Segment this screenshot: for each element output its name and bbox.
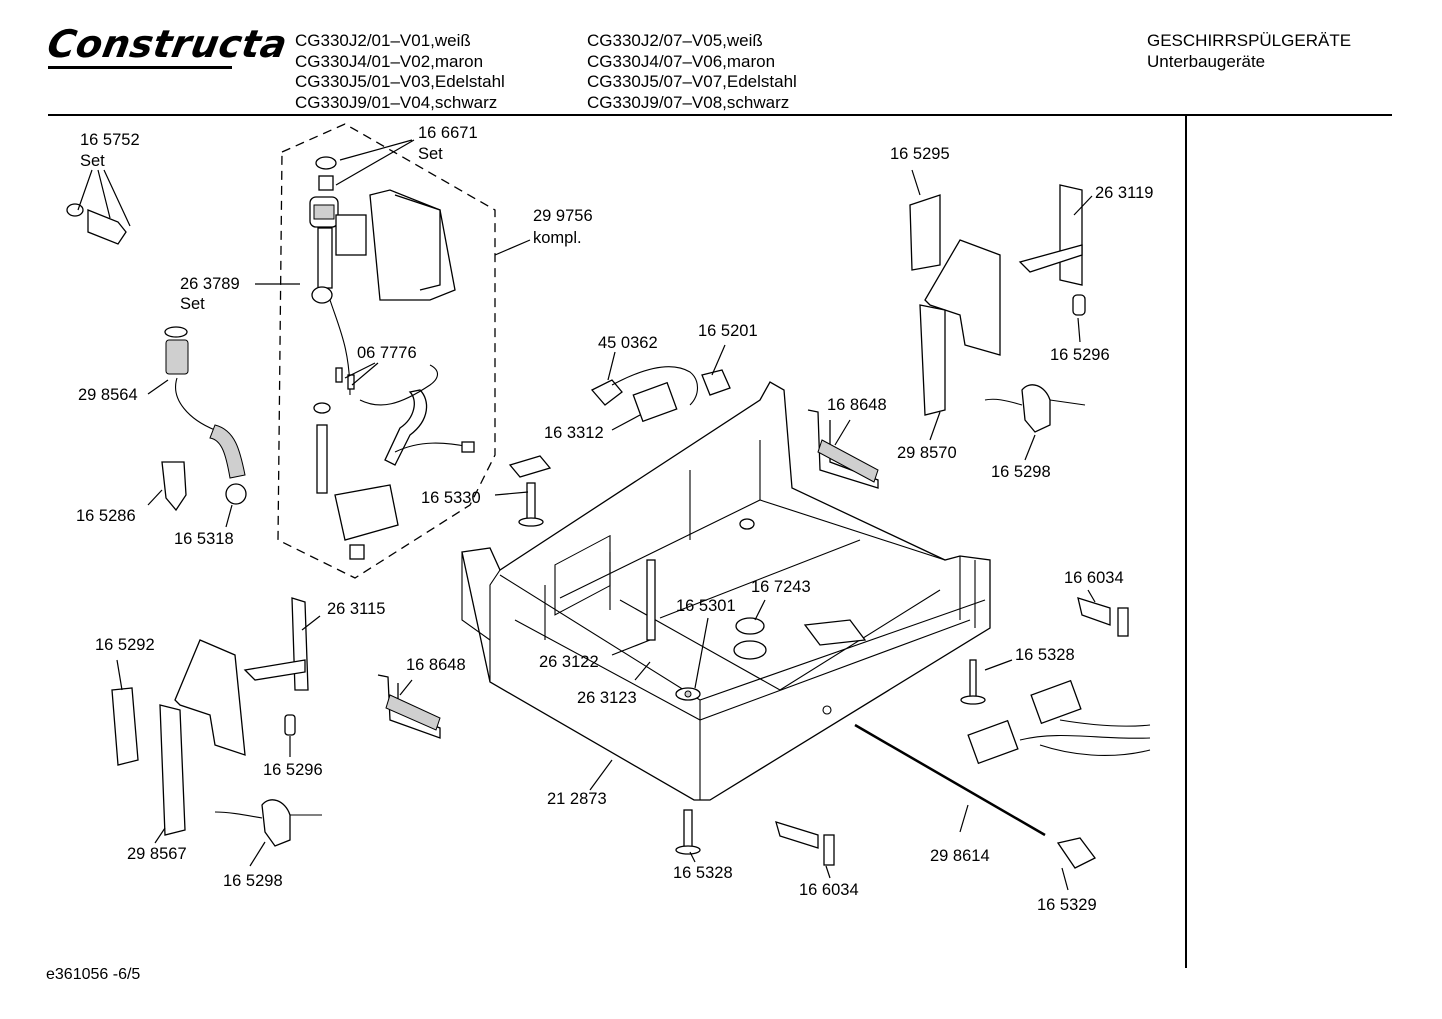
part-label: 16 5328 (1015, 646, 1075, 664)
base-tub (461, 381, 991, 801)
margin-rule (1185, 116, 1187, 968)
part-label: 16 5296 (263, 761, 323, 779)
part-label: 29 8570 (897, 444, 957, 462)
part-label: 45 0362 (598, 334, 658, 352)
part-label: 16 5292 (95, 636, 155, 654)
clip-set (66, 203, 127, 245)
part-label: 16 5298 (223, 872, 283, 890)
part-labels: 16 5752 Set 16 6671 Set 29 9756 kompl. 2… (76, 124, 1153, 914)
part-label: 16 6671 (418, 124, 478, 142)
part-label: 16 5298 (991, 463, 1051, 481)
right-connectors (960, 597, 1151, 765)
part-label: 21 2873 (547, 790, 607, 808)
category-subtitle: Unterbaugeräte (1147, 51, 1266, 71)
header-rule (48, 114, 1392, 116)
model-item: CG330J2/01–V01,weiß (295, 31, 471, 50)
model-item: CG330J5/07–V07,Edelstahl (587, 72, 797, 91)
right-spring (807, 409, 879, 489)
hose-and-wire (313, 299, 475, 560)
part-label: 16 6034 (799, 881, 859, 899)
category-block: GESCHIRRSPÜLGERÄTE Unterbaugeräte (1147, 31, 1351, 72)
model-item: CG330J9/07–V08,schwarz (587, 92, 790, 112)
model-item: CG330J5/01–V03,Edelstahl (295, 72, 505, 91)
model-item: CG330J9/01–V04,schwarz (295, 92, 498, 112)
part-label: 29 9756 (533, 207, 593, 225)
model-item: CG330J4/01–V02,maron (295, 51, 484, 71)
part-label: 16 5328 (673, 864, 733, 882)
part-label: 29 8614 (930, 847, 990, 865)
left-bracket-assembly (111, 597, 322, 847)
drain-hose (164, 326, 247, 505)
part-label: 16 5330 (421, 489, 481, 507)
part-label: 26 3115 (327, 600, 385, 618)
part-label: 16 7243 (751, 578, 811, 596)
model-list-right: CG330J2/07–V05,weiß CG330J4/07–V06,maron… (587, 31, 797, 113)
part-label: 29 8567 (127, 845, 187, 863)
float-switch (508, 455, 552, 527)
model-list-left: CG330J2/01–V01,weiß CG330J4/01–V02,maron… (295, 31, 505, 113)
logo-underline (48, 66, 232, 69)
aquastop-valve (309, 156, 456, 304)
right-bracket-assembly (909, 184, 1086, 433)
assembly-boundary (277, 123, 496, 579)
model-item: CG330J4/07–V06,maron (587, 51, 776, 71)
part-label: 16 5329 (1037, 896, 1097, 914)
part-label: 16 5301 (676, 597, 736, 615)
part-note: kompl. (533, 229, 582, 247)
part-label: 16 3312 (544, 424, 604, 442)
part-label: 16 5296 (1050, 346, 1110, 364)
part-label: 06 7776 (357, 344, 417, 362)
part-note: Set (80, 152, 105, 170)
leader-lines (77, 139, 1096, 891)
part-note: Set (180, 295, 205, 313)
heater-harness (590, 366, 731, 423)
part-label: 26 3119 (1095, 184, 1153, 202)
part-note: Set (418, 145, 443, 163)
model-item: CG330J2/07–V05,weiß (587, 31, 763, 50)
part-label: 16 8648 (827, 396, 887, 414)
bottom-parts (675, 809, 835, 866)
part-label: 16 5318 (174, 530, 234, 548)
part-label: 16 5295 (890, 145, 950, 163)
part-label: 26 3123 (577, 689, 637, 707)
part-label: 16 6034 (1064, 569, 1124, 587)
part-label: 16 5201 (698, 322, 758, 340)
hose-clip (161, 461, 187, 512)
part-label: 16 8648 (406, 656, 466, 674)
part-label: 26 3122 (539, 653, 599, 671)
part-label: 29 8564 (78, 386, 138, 404)
part-label: 26 3789 (180, 275, 240, 293)
category-title: GESCHIRRSPÜLGERÄTE (1147, 31, 1352, 50)
left-spring (377, 674, 441, 739)
sump-parts (646, 518, 867, 701)
part-label: 16 5286 (76, 507, 136, 525)
drawing-code: e361056 -6/5 (46, 966, 141, 983)
part-label: 16 5752 (80, 131, 140, 149)
right-rod (854, 723, 1096, 869)
